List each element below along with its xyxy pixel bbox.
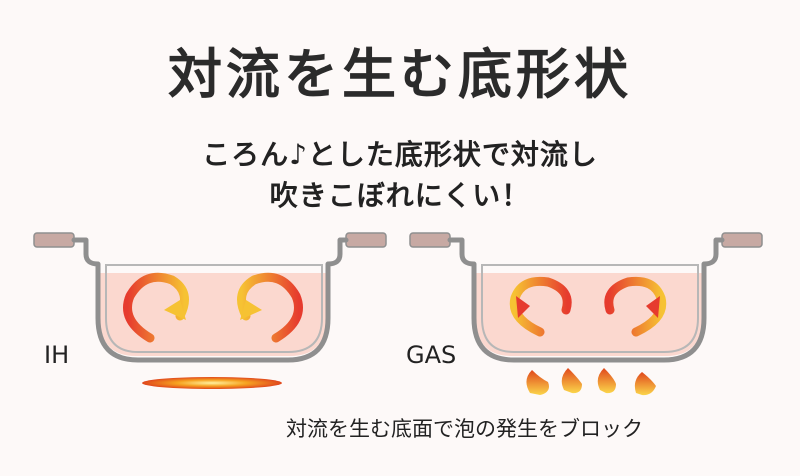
gas-convection-arrow-right [604,276,667,337]
gas-flames [526,368,656,396]
ih-pot [33,232,387,389]
ih-pot-water [100,273,326,356]
gas-label: GAS [406,341,457,369]
ih-pot-right-handle [345,232,387,248]
gas-pot-water [476,273,702,356]
ih-convection-arrow-left [123,272,189,343]
ih-pot-left-handle [33,232,75,248]
gas-pot-right-handle [721,232,763,248]
page-title: 対流を生む底形状 [168,42,632,106]
gas-pot [409,232,763,396]
caption: 対流を生む底面で泡の発生をブロック [286,417,643,441]
ih-convection-arrow-right [237,272,303,343]
ih-label: IH [44,341,70,369]
ih-heating-plate [142,377,282,389]
subtitle-line-1: ころん♪とした底形状で対流し [202,138,598,171]
gas-pot-left-handle [409,232,451,248]
gas-pot-body [447,237,725,363]
ih-pot-body [71,237,349,363]
subtitle-line-2: 吹きこぼれにくい！ [269,179,531,212]
gas-convection-arrow-left [509,276,572,337]
